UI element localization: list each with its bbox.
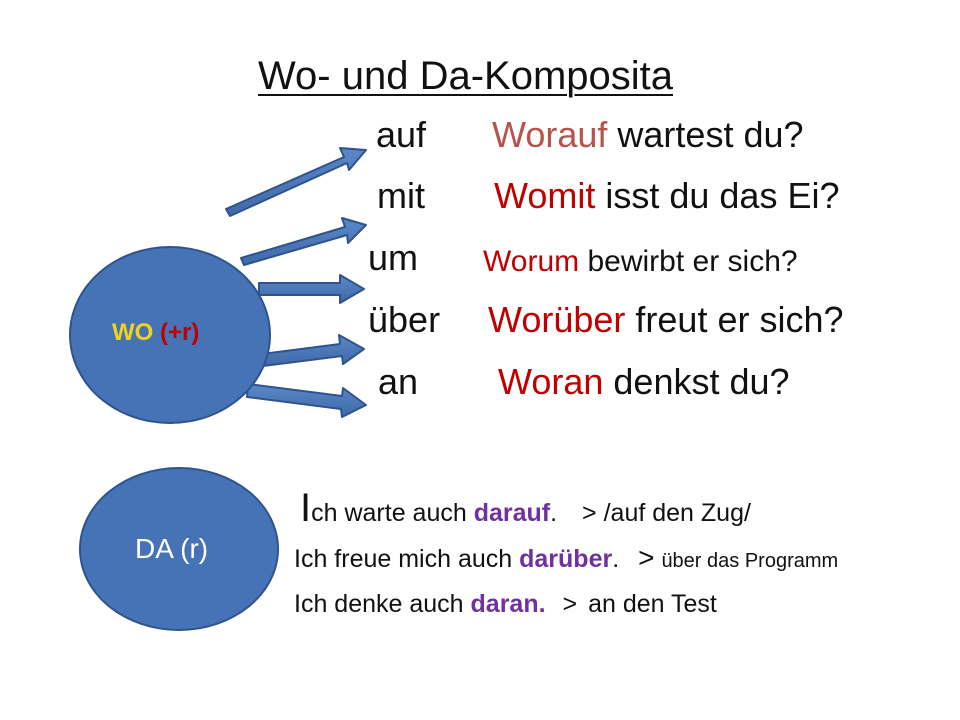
question-sentence: Woran denkst du?: [498, 362, 790, 402]
preposition: auf: [376, 114, 427, 155]
answer-text: ch warte auch: [311, 499, 474, 527]
wo-suffix: (+r): [160, 319, 200, 346]
da-answer-line: Ich freue mich auch darüber. > über das …: [294, 540, 838, 579]
answer-note: an den Test: [588, 590, 717, 618]
da-compound: darauf: [473, 499, 551, 527]
question-rest: bewirbt er sich?: [587, 245, 798, 278]
wo-compound: Woran: [498, 361, 604, 402]
arrow-mit-icon: [240, 217, 367, 266]
wo-compound: Worum: [483, 245, 580, 278]
da-answer-line: Ich warte auch darauf. > /auf den Zug/: [300, 486, 751, 535]
preposition: mit: [377, 175, 425, 216]
page-title: Wo- und Da-Komposita: [258, 54, 673, 98]
question-sentence: Worum bewirbt er sich?: [483, 242, 798, 282]
first-letter: I: [300, 486, 312, 530]
answer-punct: .: [612, 545, 620, 573]
da-circle-label: DA (r): [135, 533, 209, 564]
arrow-symbol: >: [582, 499, 597, 527]
arrow-auf-icon: [225, 147, 367, 217]
question-rest: freut er sich?: [635, 299, 844, 340]
da-compound: darüber: [519, 545, 613, 573]
wo-circle: [69, 246, 271, 424]
question-sentence: Worüber freut er sich?: [488, 300, 844, 340]
answer-text: Ich freue mich auch: [294, 545, 520, 573]
wo-compound: Worauf: [492, 114, 608, 155]
preposition: um: [368, 237, 419, 278]
arrow-symbol: >: [562, 590, 578, 618]
wo-prefix: WO: [112, 319, 154, 346]
question-rest: denkst du?: [613, 361, 790, 402]
da-circle: [79, 467, 279, 631]
arrow-symbol: >: [638, 542, 655, 573]
question-sentence: Womit isst du das Ei?: [494, 176, 839, 216]
preposition: an: [378, 361, 419, 402]
arrow-an-icon: [246, 383, 367, 418]
answer-text: Ich denke auch: [294, 590, 471, 618]
question-sentence: Worauf wartest du?: [492, 115, 804, 155]
answer-note: über das Programm: [661, 550, 839, 572]
arrow-uber-icon: [261, 334, 365, 367]
preposition: über: [368, 299, 441, 340]
arrow-um-icon: [258, 274, 365, 304]
da-compound: daran.: [470, 590, 546, 618]
answer-punct: .: [550, 499, 558, 527]
question-rest: isst du das Ei?: [605, 175, 840, 216]
answer-note: /auf den Zug/: [603, 499, 751, 527]
wo-circle-label: WO (+r): [112, 318, 222, 348]
wo-compound: Womit: [494, 175, 596, 216]
da-answer-line: Ich denke auch daran. > an den Test: [294, 586, 717, 622]
wo-compound: Worüber: [488, 299, 626, 340]
question-rest: wartest du?: [617, 114, 804, 155]
